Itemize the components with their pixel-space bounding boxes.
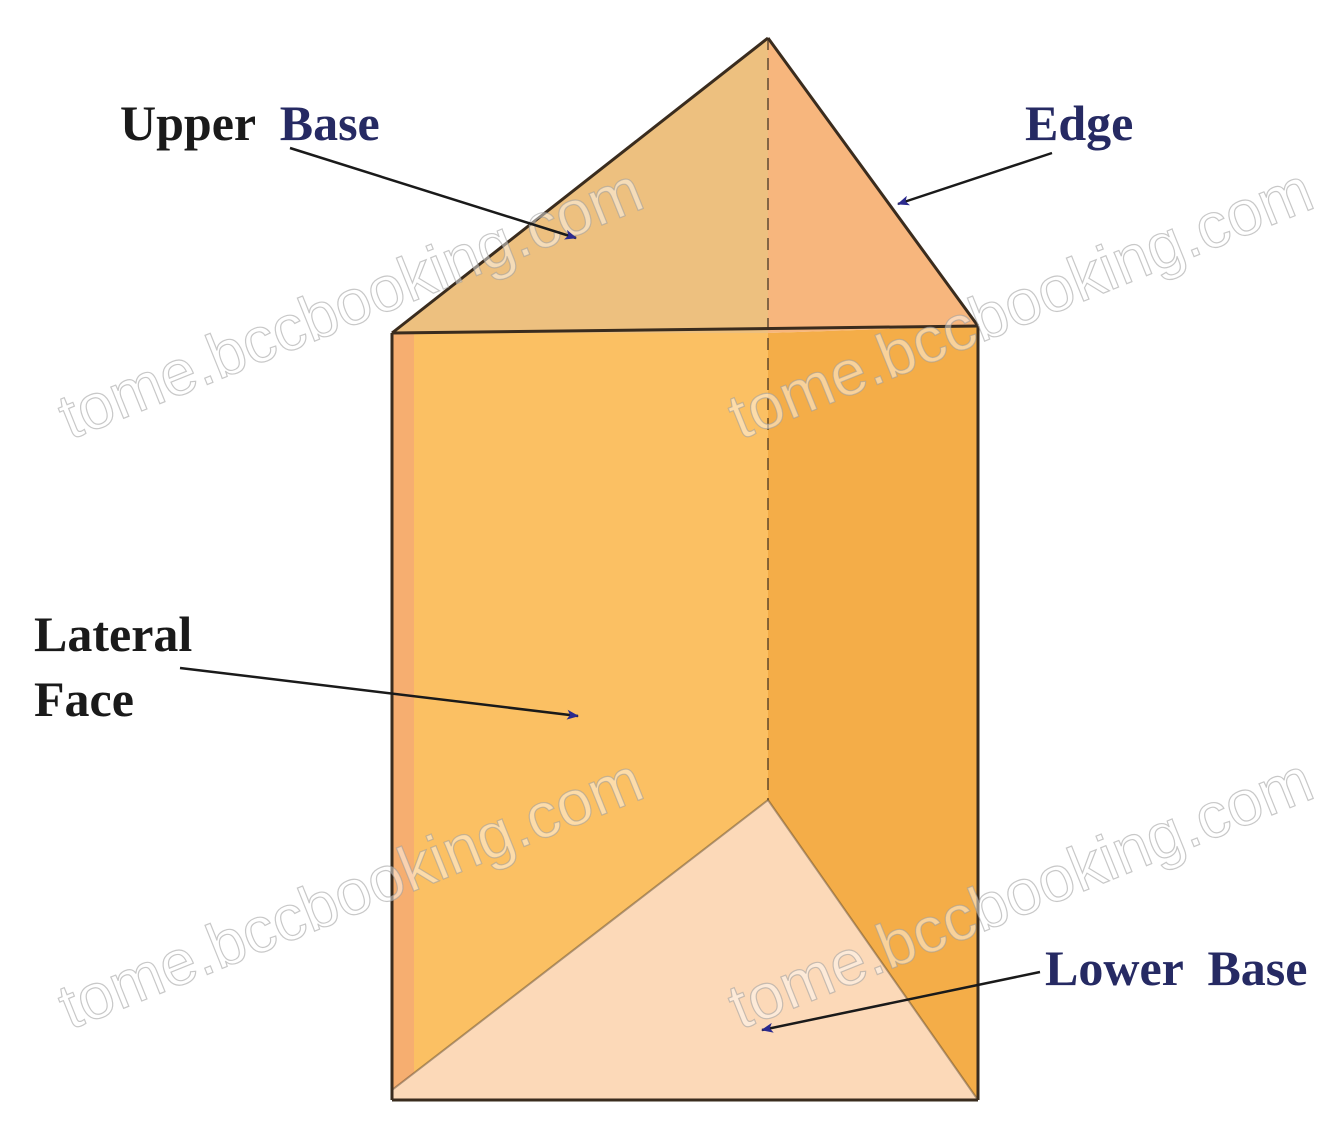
edge-hidden-bottom-left — [391, 799, 769, 1091]
edge-top-right — [766, 37, 980, 327]
edge-top-left — [391, 36, 769, 335]
lateral-face-label-line1: Lateral — [34, 606, 192, 662]
lower-base-label: Lower Base — [1045, 940, 1307, 996]
lower-base-face — [392, 800, 978, 1100]
prism-edges — [390, 36, 980, 1102]
lateral-face-arrow — [179, 666, 579, 720]
edge-arrow — [897, 151, 1053, 206]
edge-top-front — [391, 324, 979, 335]
arrows — [179, 146, 1053, 1033]
upper-base-label-word2: Base — [280, 95, 380, 151]
upper-base-label-word1: Upper — [120, 95, 256, 151]
lower-base-label-word2: Base — [1207, 940, 1307, 996]
lower-base-label-word1: Lower — [1045, 940, 1184, 996]
upper-base-label: Upper Base — [120, 95, 380, 151]
lower-base-arrow — [761, 970, 1041, 1033]
upper-base-arrow — [289, 146, 577, 240]
lateral-face-label-line2: Face — [34, 671, 134, 727]
edge-label: Edge — [1025, 95, 1133, 151]
lateral-face-left-strip — [392, 333, 414, 1100]
edge-hidden-bottom-right — [767, 799, 979, 1101]
